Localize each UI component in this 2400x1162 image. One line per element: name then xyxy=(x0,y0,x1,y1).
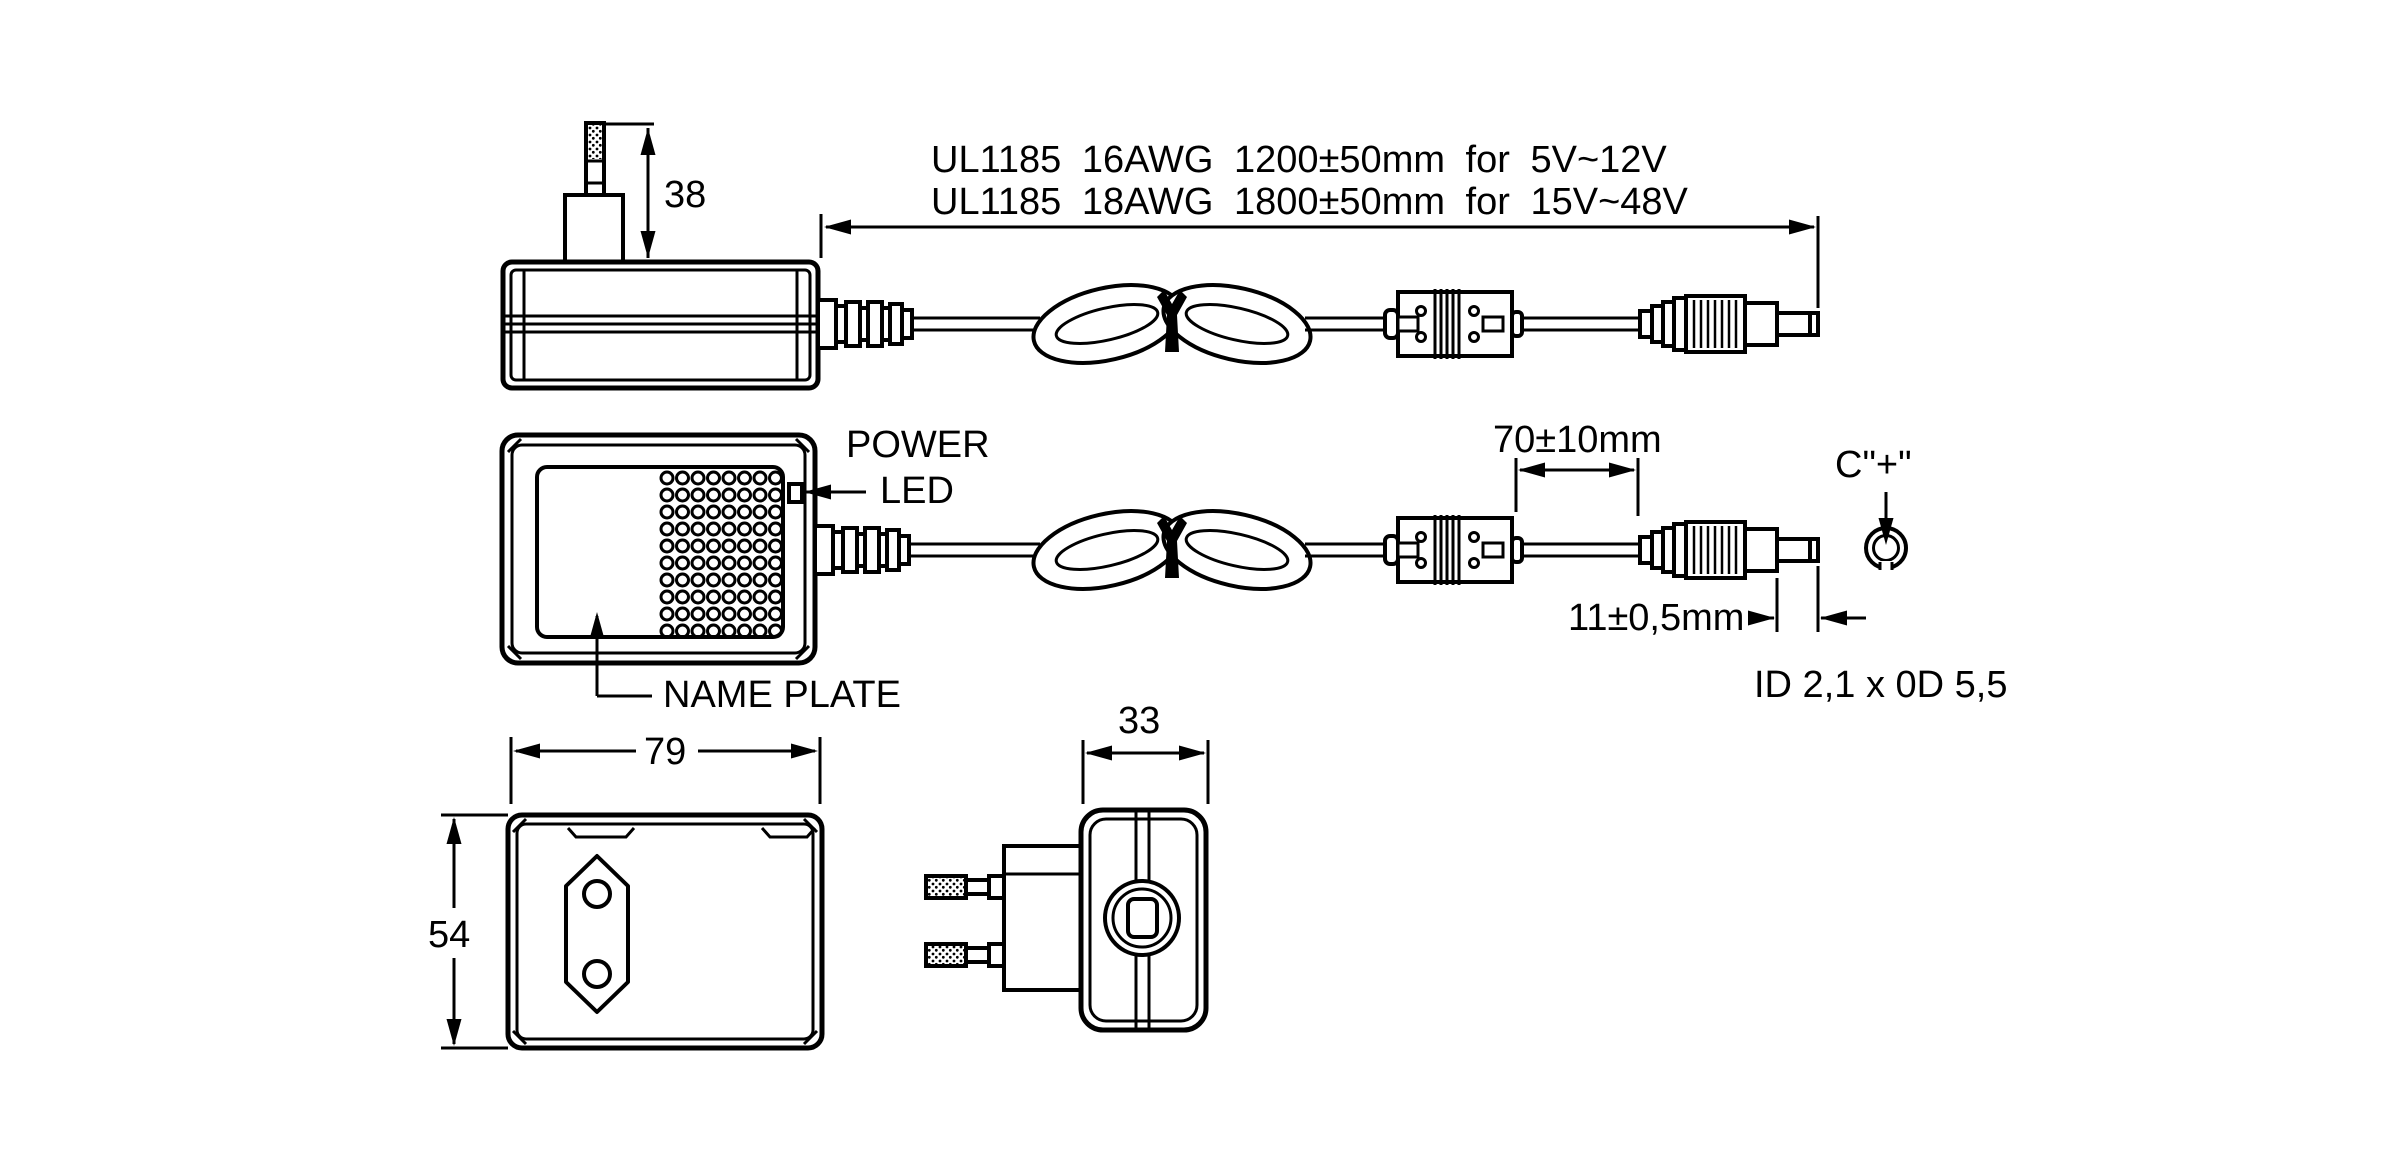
adapter-front-view xyxy=(499,432,818,666)
name-plate-label: NAME PLATE xyxy=(663,674,901,716)
dim-54-label: 54 xyxy=(428,914,470,956)
power-label: POWER xyxy=(846,424,990,466)
strain-relief-front xyxy=(813,524,911,576)
cable-bow-front xyxy=(1023,496,1321,604)
dc-plug-top xyxy=(1638,294,1820,354)
ac-pin-lower xyxy=(924,942,1007,968)
name-plate-callout: NAME PLATE xyxy=(589,612,901,716)
plug-size-label: ID 2,1 x 0D 5,5 xyxy=(1754,664,2007,706)
power-led-callout: POWER LED xyxy=(804,424,990,512)
ac-pin-side-view xyxy=(563,121,625,264)
ac-pin-upper xyxy=(924,874,1007,900)
polarity-label: C"+" xyxy=(1835,444,1912,486)
cable-spec-text: UL1185 16AWG 1200±50mm for 5V~12V UL1185… xyxy=(931,139,1689,223)
dim-38-label: 38 xyxy=(664,174,706,216)
cable-spec-line-2: UL1185 18AWG 1800±50mm for 15V~48V xyxy=(931,181,1689,223)
led-label: LED xyxy=(880,470,954,512)
pin-hole-top xyxy=(582,879,612,909)
pin-hole-bottom xyxy=(582,959,612,989)
adapter-body-side-view xyxy=(500,259,821,391)
cable-assembly-top xyxy=(816,270,1820,378)
plug-side-view xyxy=(924,807,1209,1033)
pin-height-dimension: 38 xyxy=(604,122,706,258)
front-height-dimension: 54 xyxy=(428,813,508,1050)
dim-33-label: 33 xyxy=(1118,700,1160,742)
overall-length-dimension xyxy=(819,214,1820,308)
polarity-callout: C"+" xyxy=(1835,444,1912,571)
dim-79-label: 79 xyxy=(644,731,686,773)
screw-recess xyxy=(1126,897,1159,939)
plug-face-view xyxy=(505,812,825,1051)
power-led xyxy=(787,482,804,504)
ferrite-bead-top xyxy=(1383,287,1524,361)
cable-spec-line-1: UL1185 16AWG 1200±50mm for 5V~12V xyxy=(931,139,1667,181)
rear-housing xyxy=(1002,844,1083,992)
vent-holes xyxy=(659,470,783,639)
ferrite-to-plug-dimension: 70±10mm xyxy=(1493,419,1662,516)
dim-70mm-label: 70±10mm xyxy=(1493,419,1662,461)
tip-length-dimension: 11±0,5mm xyxy=(1568,566,1866,639)
europlug-socket xyxy=(564,854,630,1014)
front-width-dimension: 79 xyxy=(509,731,822,804)
ferrite-bead-front xyxy=(1383,513,1524,587)
cable-assembly-front xyxy=(813,496,1820,604)
name-plate-area xyxy=(535,465,785,639)
side-width-dimension: 33 xyxy=(1081,700,1210,804)
dim-11mm-label: 11±0,5mm xyxy=(1568,597,1744,639)
strain-relief-top xyxy=(816,298,914,350)
cable-bow-top xyxy=(1023,270,1321,378)
dc-plug-front xyxy=(1638,520,1820,580)
